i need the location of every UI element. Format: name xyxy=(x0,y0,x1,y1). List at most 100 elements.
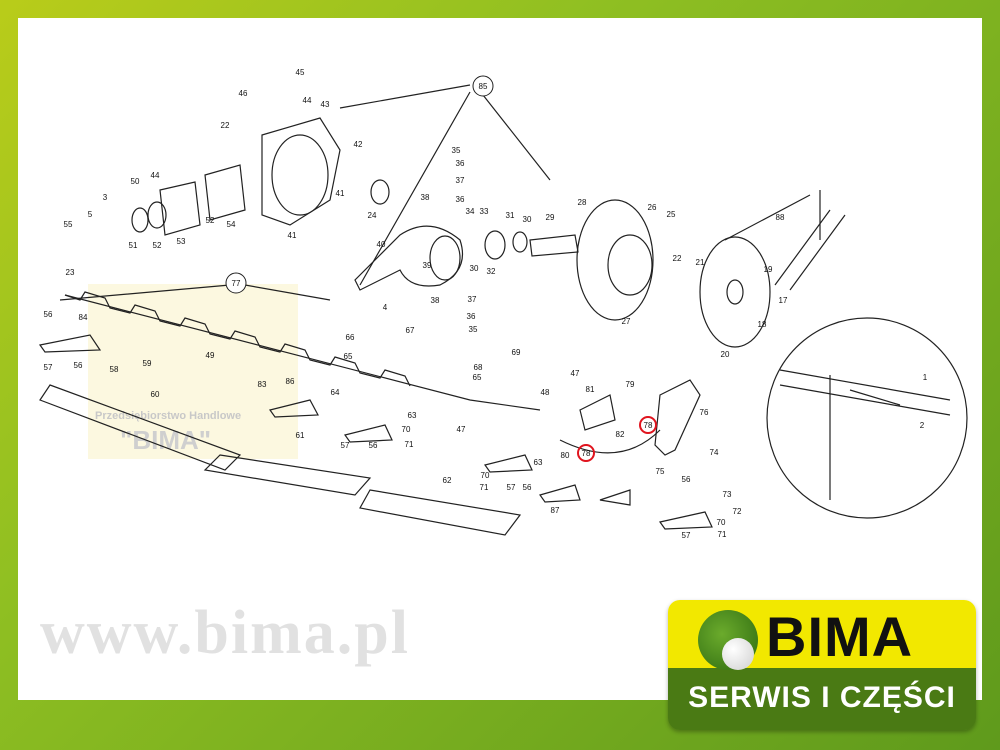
part-number-label: 25 xyxy=(667,210,676,219)
ball-logo-icon xyxy=(698,610,758,670)
part-number-label: 32 xyxy=(487,267,496,276)
part-number-label: 53 xyxy=(177,237,186,246)
callout-circle xyxy=(472,75,494,97)
part-number-label: 78 xyxy=(582,449,591,458)
part-number-label: 2 xyxy=(920,421,925,430)
part-number-label: 57 xyxy=(682,531,691,540)
part-number-label: 57 xyxy=(507,483,516,492)
part-number-label: 38 xyxy=(421,193,430,202)
watermark-company: Przedsiębiorstwo Handlowe xyxy=(95,410,242,422)
part-number-label: 30 xyxy=(470,264,479,273)
part-number-label: 65 xyxy=(473,373,482,382)
part-number-label: 87 xyxy=(551,506,560,515)
part-number-label: 52 xyxy=(206,216,215,225)
part-number-label: 64 xyxy=(331,388,340,397)
part-number-label: 77 xyxy=(232,279,241,288)
bima-logo: BIMA SERWIS I CZĘŚCI xyxy=(668,600,976,730)
part-number-label: 22 xyxy=(673,254,682,263)
part-number-label: 28 xyxy=(578,198,587,207)
part-number-label: 36 xyxy=(456,195,465,204)
part-number-label: 56 xyxy=(523,483,532,492)
part-number-label: 62 xyxy=(443,476,452,485)
highlight-circle xyxy=(577,444,595,462)
part-number-label: 43 xyxy=(321,100,330,109)
part-number-label: 24 xyxy=(368,211,377,220)
part-number-label: 22 xyxy=(221,121,230,130)
part-number-label: 67 xyxy=(406,326,415,335)
part-number-label: 82 xyxy=(616,430,625,439)
part-number-label: 76 xyxy=(700,408,709,417)
part-number-label: 42 xyxy=(354,140,363,149)
part-number-label: 40 xyxy=(377,240,386,249)
part-number-label: 66 xyxy=(346,333,355,342)
part-number-label: 33 xyxy=(480,207,489,216)
part-number-label: 36 xyxy=(467,312,476,321)
watermark-name: "BIMA" xyxy=(120,425,212,455)
part-number-label: 19 xyxy=(764,265,773,274)
part-number-label: 86 xyxy=(286,377,295,386)
part-number-label: 26 xyxy=(648,203,657,212)
part-number-label: 70 xyxy=(481,471,490,480)
part-number-label: 59 xyxy=(143,359,152,368)
part-number-label: 55 xyxy=(64,220,73,229)
logo-tagline: SERWIS I CZĘŚCI xyxy=(668,668,976,730)
part-number-label: 49 xyxy=(206,351,215,360)
part-number-label: 73 xyxy=(723,490,732,499)
part-number-label: 34 xyxy=(466,207,475,216)
part-number-label: 21 xyxy=(696,258,705,267)
part-number-label: 48 xyxy=(541,388,550,397)
watermark-url: www.bima.pl xyxy=(40,599,410,667)
diagram-lines xyxy=(38,84,968,536)
part-number-label: 54 xyxy=(227,220,236,229)
part-number-label: 38 xyxy=(431,296,440,305)
part-number-label: 3 xyxy=(103,193,108,202)
part-number-label: 56 xyxy=(74,361,83,370)
part-number-label: 36 xyxy=(456,159,465,168)
highlight-circle xyxy=(639,416,657,434)
part-number-label: 17 xyxy=(779,296,788,305)
part-number-label: 84 xyxy=(79,313,88,322)
part-number-label: 23 xyxy=(66,268,75,277)
part-number-label: 80 xyxy=(561,451,570,460)
part-number-label: 47 xyxy=(571,369,580,378)
part-number-label: 63 xyxy=(408,411,417,420)
part-number-label: 50 xyxy=(131,177,140,186)
part-number-label: 56 xyxy=(369,441,378,450)
part-number-label: 39 xyxy=(423,261,432,270)
part-number-label: 74 xyxy=(710,448,719,457)
part-number-label: 18 xyxy=(758,320,767,329)
part-number-label: 35 xyxy=(469,325,478,334)
callout-circle xyxy=(225,272,247,294)
part-number-label: 71 xyxy=(405,440,414,449)
part-number-label: 79 xyxy=(626,380,635,389)
part-number-label: 72 xyxy=(733,507,742,516)
part-number-label: 68 xyxy=(474,363,483,372)
part-number-label: 88 xyxy=(776,213,785,222)
part-number-label: 57 xyxy=(341,441,350,450)
part-number-label: 78 xyxy=(644,421,653,430)
part-number-label: 5 xyxy=(88,210,93,219)
part-number-label: 37 xyxy=(468,295,477,304)
part-number-label: 4 xyxy=(383,303,388,312)
part-number-label: 44 xyxy=(151,171,160,180)
part-number-label: 69 xyxy=(512,348,521,357)
part-number-label: 61 xyxy=(296,431,305,440)
part-number-label: 71 xyxy=(718,530,727,539)
part-number-label: 45 xyxy=(296,68,305,77)
part-number-label: 46 xyxy=(239,89,248,98)
part-number-label: 35 xyxy=(452,146,461,155)
part-number-label: 56 xyxy=(682,475,691,484)
part-number-label: 83 xyxy=(258,380,267,389)
diagram-sheet: Przedsiębiorstwo Handlowe "BIMA" www.bim… xyxy=(18,18,982,700)
part-number-label: 60 xyxy=(151,390,160,399)
logo-brand: BIMA xyxy=(766,605,914,668)
part-number-label: 41 xyxy=(336,189,345,198)
part-number-label: 41 xyxy=(288,231,297,240)
part-number-label: 27 xyxy=(622,317,631,326)
part-number-label: 65 xyxy=(344,352,353,361)
part-number-label: 31 xyxy=(506,211,515,220)
part-number-label: 57 xyxy=(44,363,53,372)
part-number-label: 56 xyxy=(44,310,53,319)
